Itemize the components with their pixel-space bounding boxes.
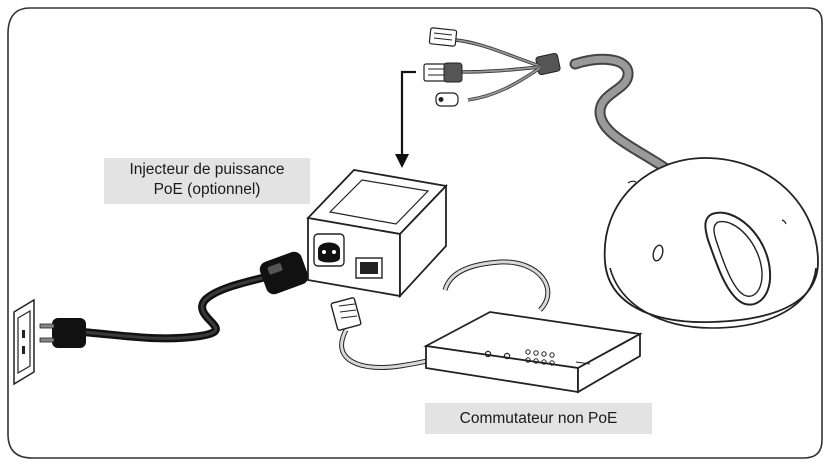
switch-label: Commutateur non PoE [425,403,652,434]
power-plug-icon [39,318,86,348]
rj45-connector-icon [428,27,458,47]
rj45-connector-icon [423,62,463,83]
injector-label-line1: Injecteur de puissance [129,161,285,178]
network-switch-icon [423,311,643,394]
diagram-frame [7,7,823,459]
poe-injector-icon [306,169,448,299]
injector-label: Injecteur de puissance PoE (optionnel) [104,158,310,204]
dc-power-connector-icon [435,92,459,107]
rj45-connector-icon [330,297,362,331]
wall-outlet-icon [13,298,35,386]
power-plug-icon [259,251,309,295]
camera-cable [454,38,674,176]
injector-label-line2: PoE (optionnel) [153,181,261,198]
down-arrow-icon [395,70,416,168]
dome-camera-icon [603,157,819,329]
power-cord [78,264,304,343]
